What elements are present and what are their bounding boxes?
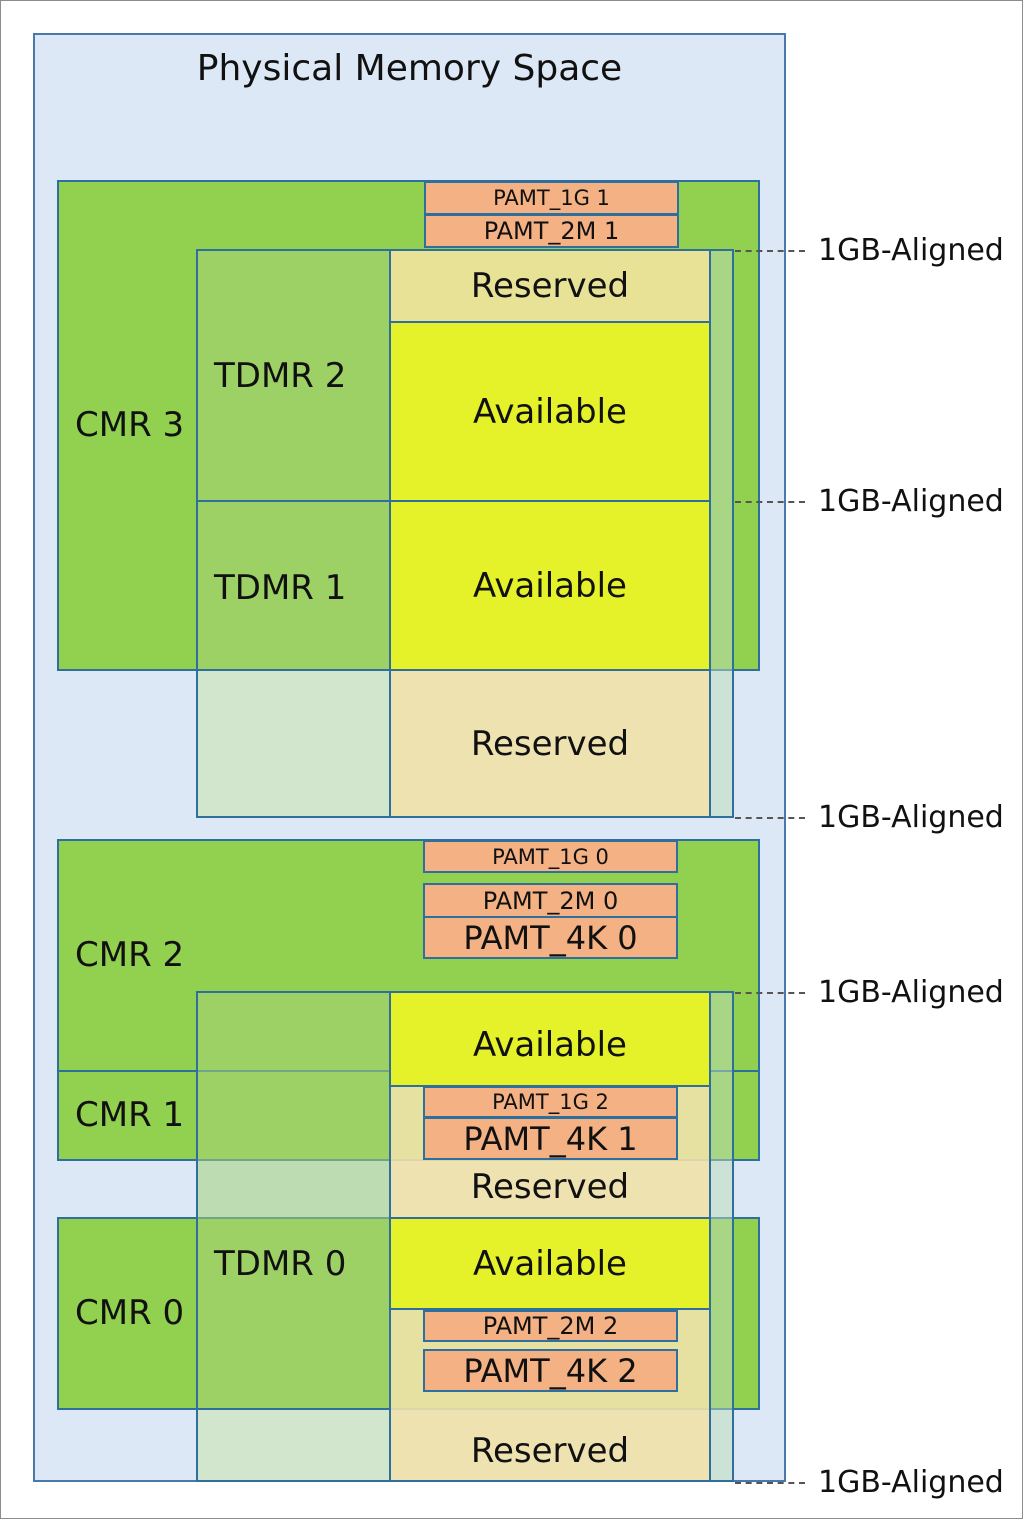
- reserved-region-upper-bottom: Reserved: [389, 669, 711, 818]
- tdmr-upper-lower-part: [196, 669, 391, 818]
- reserved-label: Reserved: [470, 1167, 630, 1207]
- upper-tdmr-right-stripe: [709, 249, 734, 818]
- alignment-label: 1GB-Aligned: [818, 800, 1004, 835]
- cmr-1-label: CMR 1: [75, 1095, 185, 1135]
- pamt-1g-1-box: PAMT_1G 1: [424, 181, 679, 215]
- reserved-label: Reserved: [470, 723, 630, 764]
- alignment-dash-line: [735, 817, 805, 819]
- alignment-dash-line: [735, 501, 805, 503]
- alignment-dash-line: [735, 250, 805, 252]
- pamt-4k-2-label: PAMT_4K 2: [463, 1351, 638, 1390]
- pamt-2m-1-box: PAMT_2M 1: [424, 214, 679, 248]
- pamt-2m-0-label: PAMT_2M 0: [482, 886, 619, 915]
- tdmr-2-block: [196, 249, 391, 502]
- alignment-label: 1GB-Aligned: [818, 233, 1004, 268]
- available-label: Available: [473, 565, 627, 606]
- pamt-4k-1-label: PAMT_4K 1: [463, 1119, 638, 1158]
- reserved-label-middle-wrap: Reserved: [389, 1165, 711, 1209]
- tdmr-1-label: TDMR 1: [214, 568, 347, 608]
- reserved-label-bottom-wrap: Reserved: [389, 1428, 711, 1474]
- diagram-title: Physical Memory Space: [196, 48, 623, 89]
- tdmr-0-block: [196, 991, 391, 1410]
- alignment-dash-line: [735, 992, 805, 994]
- pamt-2m-2-box: PAMT_2M 2: [423, 1310, 678, 1342]
- cmr-0-label: CMR 0: [75, 1293, 185, 1333]
- tdmr-0-lower-part: [196, 1408, 391, 1482]
- lower-tdmr-right-stripe: [709, 991, 734, 1482]
- pamt-1g-2-box: PAMT_1G 2: [423, 1086, 678, 1118]
- available-region-cmr-2: Available: [389, 991, 711, 1087]
- pamt-2m-0-box: PAMT_2M 0: [423, 883, 678, 918]
- available-region-tdmr-1: Available: [389, 500, 711, 671]
- tdmr-1-block: [196, 500, 391, 671]
- reserved-label: Reserved: [470, 1431, 630, 1471]
- cmr-2-label: CMR 2: [75, 935, 185, 975]
- alignment-label: 1GB-Aligned: [818, 484, 1004, 519]
- pamt-2m-1-label: PAMT_2M 1: [483, 217, 620, 245]
- pamt-1g-0-box: PAMT_1G 0: [423, 840, 678, 873]
- pamt-2m-2-label: PAMT_2M 2: [482, 1312, 619, 1340]
- pamt-4k-0-label: PAMT_4K 0: [463, 918, 638, 957]
- alignment-dash-line: [735, 1482, 805, 1484]
- available-region-tdmr-2: Available: [389, 321, 711, 502]
- pamt-4k-2-box: PAMT_4K 2: [423, 1349, 678, 1392]
- tdmr-0-label: TDMR 0: [214, 1244, 347, 1284]
- pamt-4k-0-box: PAMT_4K 0: [423, 916, 678, 959]
- available-label: Available: [473, 1243, 627, 1284]
- pamt-4k-1-box: PAMT_4K 1: [423, 1117, 678, 1160]
- available-label: Available: [473, 391, 627, 432]
- alignment-label: 1GB-Aligned: [818, 975, 1004, 1010]
- cmr-3-label: CMR 3: [75, 405, 185, 445]
- available-label: Available: [473, 1025, 627, 1065]
- reserved-label: Reserved: [470, 266, 630, 306]
- reserved-region-top: Reserved: [389, 249, 711, 323]
- tdmr-2-label: TDMR 2: [214, 356, 347, 396]
- pamt-1g-2-label: PAMT_1G 2: [492, 1090, 609, 1114]
- pamt-1g-1-label: PAMT_1G 1: [493, 186, 610, 210]
- pamt-1g-0-label: PAMT_1G 0: [492, 844, 609, 869]
- alignment-label: 1GB-Aligned: [818, 1465, 1004, 1500]
- available-region-cmr-0: Available: [389, 1217, 711, 1310]
